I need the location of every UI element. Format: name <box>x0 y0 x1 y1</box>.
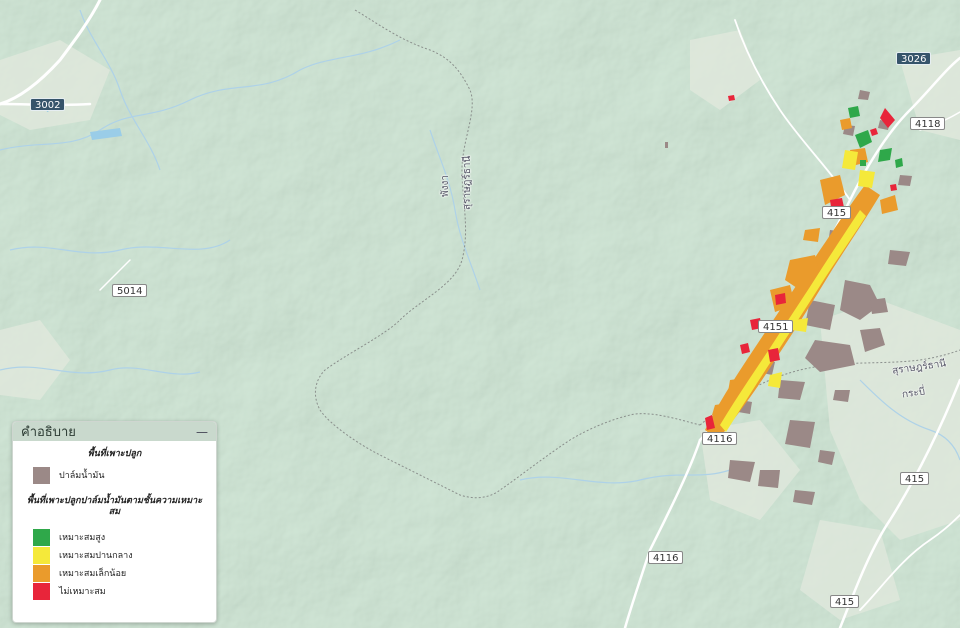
road-shield: 3002 <box>30 98 66 111</box>
road-shield: 4116 <box>648 551 684 564</box>
road-shield: 415 <box>822 206 852 219</box>
legend-label: เหมาะสมปานกลาง <box>59 551 133 561</box>
road-shield: 415 <box>830 595 860 608</box>
place-label: สุราษฎร์ธานี <box>462 155 473 210</box>
high-suitability-areas <box>848 106 903 168</box>
legend-swatch <box>33 528 50 546</box>
reservoir-2 <box>90 128 122 140</box>
legend-header: คำอธิบาย — <box>13 422 216 441</box>
legend-label: ไม่เหมาะสม <box>59 587 106 597</box>
legend-title: คำอธิบาย <box>21 425 76 440</box>
legend-label: ปาล์มน้ำมัน <box>59 471 105 481</box>
legend-item-high: เหมาะสมสูง <box>33 528 216 546</box>
road-shield: 415 <box>900 472 930 485</box>
legend-item-palm: ปาล์มน้ำมัน <box>33 466 216 484</box>
place-label: กระบี่ <box>901 386 926 401</box>
road-shield: 4116 <box>702 432 738 445</box>
legend-panel[interactable]: คำอธิบาย — พื้นที่เพาะปลูก ปาล์มน้ำมัน พ… <box>12 421 217 623</box>
legend-swatch <box>33 582 50 600</box>
legend-label: เหมาะสมเล็กน้อย <box>59 569 127 579</box>
road-shield: 4151 <box>758 320 794 333</box>
legend-section-title: พื้นที่เพาะปลูกปาล์มน้ำมันตามชั้นความเหม… <box>26 496 203 517</box>
road-shield: 4118 <box>910 117 946 130</box>
minimize-button[interactable]: — <box>196 424 208 439</box>
legend-label: เหมาะสมสูง <box>59 533 106 543</box>
palm-oil-areas <box>665 90 912 505</box>
legend-item-marginal: เหมาะสมเล็กน้อย <box>33 564 216 582</box>
legend-section-title: พื้นที่เพาะปลูก <box>87 449 142 459</box>
legend-item-unsuitable: ไม่เหมาะสม <box>33 582 216 600</box>
legend-item-moderate: เหมาะสมปานกลาง <box>33 546 216 564</box>
road-shield: 5014 <box>112 284 148 297</box>
legend-swatch <box>33 466 50 484</box>
rivers <box>0 9 960 484</box>
road-shield: 3026 <box>896 52 932 65</box>
place-label: พังงา <box>440 175 451 197</box>
legend-swatch <box>33 546 50 564</box>
legend-swatch <box>33 564 50 582</box>
